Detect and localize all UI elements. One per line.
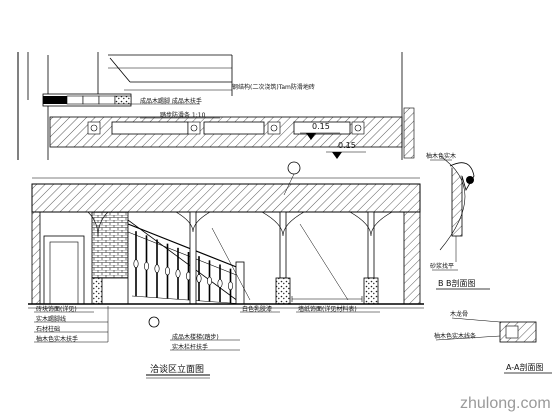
brick-column <box>91 211 129 305</box>
staircase-elevation <box>127 219 245 305</box>
baluster-turning <box>228 281 234 291</box>
section-aa-title: A-A剖面图 <box>506 362 543 372</box>
left-note-4: 柚木色实木扶手 <box>36 335 78 343</box>
section-note-2: 砂浆找平 <box>430 262 454 270</box>
bottom-note-2: 实木栏杆扶手 <box>172 343 208 351</box>
elevation-ceiling-label: 0.15 <box>338 141 356 150</box>
main-elevation-title: 洽谈区立面图 <box>150 363 204 375</box>
detail-callout-circle <box>287 161 301 175</box>
elevation-mark-ceiling: 0.15 <box>326 141 366 159</box>
handrail-band <box>42 93 132 107</box>
left-note-2: 实木踢脚线 <box>36 315 66 323</box>
top-note-2: 成品木踢脚 成品木扶手 <box>140 97 202 105</box>
elevation-mark-top: 0.15 <box>300 122 340 140</box>
baluster-turning <box>154 264 160 273</box>
detail-callout-circle-2 <box>148 316 160 328</box>
ceiling-beam-plan <box>49 116 403 148</box>
section-bb-title: B B剖面图 <box>438 278 476 288</box>
section-bb: 柚木色实木 砂浆找平 B B剖面图 <box>426 152 490 290</box>
bottom-note-1: 成品木楼梯(踏步) <box>172 333 219 341</box>
top-note-1: 钢结构(二次浇筑)Tam防滑地砖 <box>232 83 315 91</box>
left-doorway <box>43 235 85 305</box>
section-aa: 木龙骨 柚木色实木线条 A-A剖面图 <box>434 310 552 374</box>
baluster-turning <box>217 279 223 288</box>
section-note-3: 木龙骨 <box>450 310 468 318</box>
upper-plan-section: 钢结构(二次浇筑)Tam防滑地砖 成品木踢脚 成品木扶手 踏步防滑条 1:10 <box>17 52 415 160</box>
left-note-3: 石材柱础 <box>36 325 60 333</box>
watermark-text: zhulong.com <box>460 395 551 412</box>
main-elevation: 砖块饰面(详见) 实木踢脚线 石材柱础 柚木色实木扶手 成品木楼梯(踏步) 实木… <box>28 161 424 379</box>
stair-plan <box>97 52 233 96</box>
baluster-turning <box>133 259 139 269</box>
newel-post <box>235 261 245 305</box>
elevation-top-label: 0.15 <box>312 122 330 131</box>
baluster-turning <box>175 269 181 278</box>
bottom-annotations: 成品木楼梯(踏步) 实木栏杆扶手 白色乳胶漆 墙纸饰面(详见材料表) <box>170 305 380 351</box>
timber-columns <box>175 211 393 305</box>
baluster-turning <box>144 261 150 271</box>
baluster-row <box>133 231 234 304</box>
top-note-3: 踏步防滑条 1:10 <box>160 111 206 119</box>
section-note-4: 柚木色实木线条 <box>434 332 476 340</box>
baluster-turning <box>196 274 202 283</box>
mid-note-1: 白色乳胶漆 <box>242 305 272 313</box>
baluster-turning <box>207 276 213 286</box>
section-note-1: 柚木色实木 <box>426 152 456 160</box>
left-note-1: 砖块饰面(详见) <box>36 305 77 313</box>
left-annotations: 砖块饰面(详见) 实木踢脚线 石材柱础 柚木色实木扶手 <box>34 305 109 343</box>
mid-note-2: 墙纸饰面(详见材料表) <box>298 305 357 313</box>
baluster-turning <box>165 266 171 276</box>
